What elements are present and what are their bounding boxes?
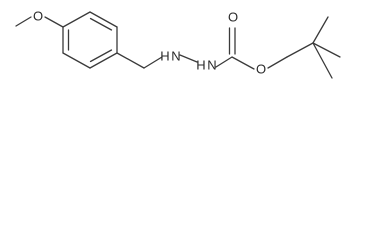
- bond-tbu-methyl-up: [312, 16, 329, 44]
- bond-ch2-n: [143, 56, 163, 69]
- bond-o-ring: [44, 16, 64, 28]
- molecule-structure: O H N H N O O: [15, 8, 341, 79]
- bond-tbu-methyl-right: [312, 42, 341, 58]
- nh-right-n-label: N: [207, 57, 216, 72]
- bond-methyl-o: [15, 16, 32, 27]
- bonds: [15, 11, 341, 79]
- nh-right-h-label: H: [196, 57, 205, 72]
- carbonyl-oxygen-label: O: [228, 9, 238, 24]
- bond-n-carbonyl: [215, 56, 233, 68]
- bond-tbu-methyl-down: [312, 42, 333, 79]
- bond-n-n: [179, 54, 198, 63]
- nh-left-n-label: N: [171, 48, 180, 63]
- atom-labels: O H N H N O O: [33, 8, 266, 76]
- bond-carbonyl-ester-o: [231, 56, 255, 70]
- ring-bond-2: [62, 52, 91, 69]
- nh-left-h-label: H: [160, 48, 169, 63]
- ring-bond-5-inner: [89, 17, 113, 31]
- bond-ring-ch2: [116, 52, 145, 69]
- ring-bond-5: [89, 11, 118, 28]
- ring-bond-3-inner: [89, 49, 113, 63]
- ester-oxygen-label: O: [256, 61, 266, 76]
- bond-tbu-methyl-left: [286, 42, 314, 58]
- methoxy-oxygen-label: O: [33, 8, 43, 23]
- ring-bond-6: [62, 11, 91, 28]
- ring-bond-3: [89, 52, 118, 69]
- bond-ester-o-tbu: [267, 56, 288, 69]
